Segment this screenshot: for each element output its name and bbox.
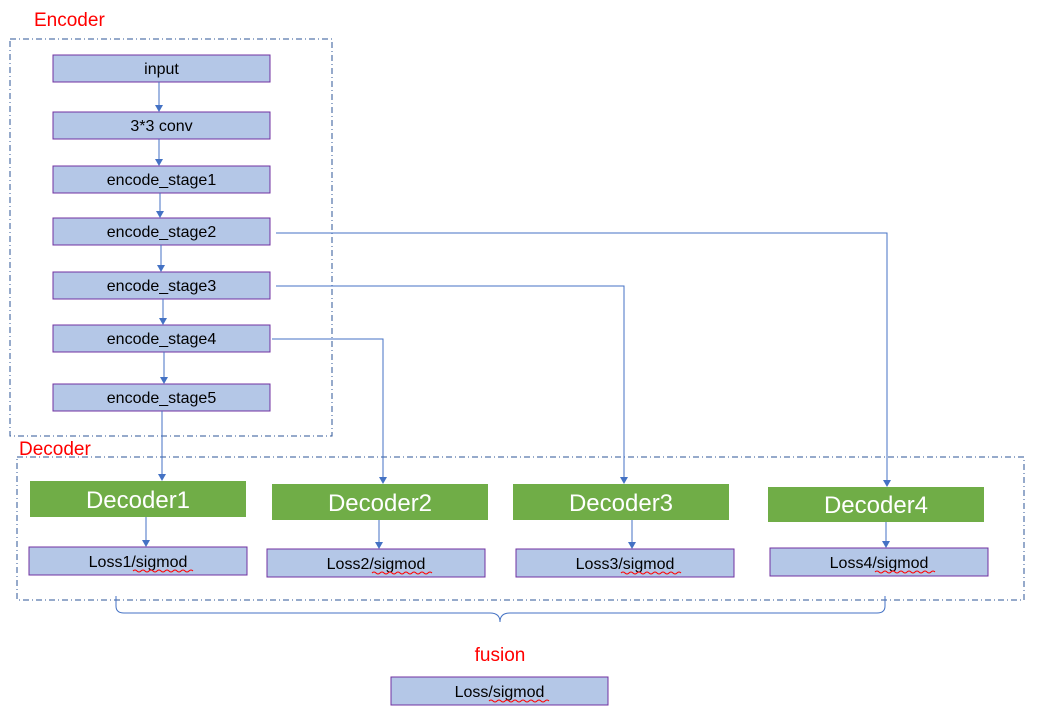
encoder-stage-5: encode_stage5 [52,383,271,412]
svg-text:Loss2/sigmod: Loss2/sigmod [327,556,426,573]
svg-text:Decoder1: Decoder1 [86,487,190,514]
fusion-label: fusion [475,645,526,666]
encoder-stage-3: encode_stage3 [52,271,271,300]
encoder-stage-conv: 3*3 conv [52,111,271,140]
decoder-group-border [16,456,1025,601]
svg-text:Decoder4: Decoder4 [824,492,928,519]
svg-text:encode_stage2: encode_stage2 [107,224,217,241]
connector-stage4-to-decoder2 [272,338,387,484]
loss-1: Loss1/sigmod [28,546,248,576]
decoder-section-label: Decoder [19,439,91,460]
svg-text:Loss4/sigmod: Loss4/sigmod [830,555,929,572]
encoder-stage-input: input [52,54,271,83]
decoder-2: Decoder2 [272,484,488,520]
encoder-stage-4: encode_stage4 [52,324,271,353]
svg-text:encode_stage5: encode_stage5 [107,390,217,407]
fusion-brace [115,596,886,623]
encoder-section-label: Encoder [34,10,105,31]
svg-text:encode_stage3: encode_stage3 [107,278,217,295]
connector-stage3-to-decoder3 [276,285,628,484]
loss-3: Loss3/sigmod [515,548,735,578]
svg-text:3*3 conv: 3*3 conv [130,118,192,135]
svg-text:Loss3/sigmod: Loss3/sigmod [576,556,675,573]
loss-4: Loss4/sigmod [769,547,989,577]
loss-2: Loss2/sigmod [266,548,486,578]
svg-text:Decoder3: Decoder3 [569,490,673,517]
svg-text:Loss/sigmod: Loss/sigmod [455,684,545,701]
decoder-4: Decoder4 [768,487,984,522]
decoder-1: Decoder1 [30,481,246,517]
encoder-group-border [9,38,333,437]
svg-text:Decoder2: Decoder2 [328,490,432,517]
svg-text:input: input [144,61,179,78]
connector-stage2-to-decoder4 [276,232,891,487]
svg-text:encode_stage1: encode_stage1 [107,172,217,189]
final-loss: Loss/sigmod [390,676,609,706]
svg-text:encode_stage4: encode_stage4 [107,331,217,348]
encoder-stage-1: encode_stage1 [52,165,271,194]
svg-text:Loss1/sigmod: Loss1/sigmod [89,554,188,571]
encoder-stage-2: encode_stage2 [52,217,271,246]
decoder-3: Decoder3 [513,484,729,520]
